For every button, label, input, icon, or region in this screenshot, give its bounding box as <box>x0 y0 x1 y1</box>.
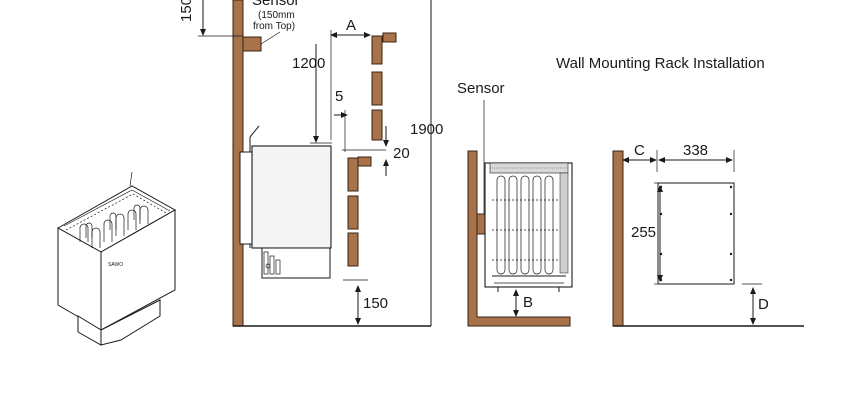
wall-slat-3 <box>371 109 383 141</box>
sensor-note-line1: (150mm <box>258 10 295 21</box>
svg-text:SAWO: SAWO <box>108 262 123 268</box>
wall-slat-4 <box>347 157 359 192</box>
mid-batten <box>357 156 372 167</box>
dim-D-label: D <box>758 296 769 313</box>
wall-slat-6 <box>347 232 359 267</box>
wall-and-floor-section <box>467 150 571 327</box>
dim-1900-label: 1900 <box>410 121 443 138</box>
sauna-heater-icon: SAWO <box>56 171 177 346</box>
rack-wall-section <box>612 150 624 327</box>
wall-slat-5 <box>347 195 359 230</box>
mounting-bracket <box>239 151 253 245</box>
dim-150-bottom-label: 150 <box>363 295 388 312</box>
dim-20-label: 20 <box>393 145 410 162</box>
wall-mounting-rack-view: Wall Mounting Rack Installation C 338 25… <box>556 55 804 327</box>
dim-255-label: 255 <box>631 224 656 241</box>
front-section-view: Sensor B <box>457 80 573 327</box>
dim-A-label: A <box>346 17 356 34</box>
wall-slat-2 <box>371 71 383 106</box>
dim-C-label: C <box>634 142 645 159</box>
sensor-label-mid: Sensor <box>457 80 505 97</box>
heater-front <box>484 162 573 288</box>
heater-coils-front <box>492 175 558 275</box>
control-box-side <box>261 247 331 279</box>
sensor-block-top <box>242 36 262 52</box>
dim-150-top-label: 150 <box>178 0 195 22</box>
sensor-note-line2: from Top) <box>253 21 295 32</box>
heater-body-side <box>251 145 332 249</box>
dim-338-label: 338 <box>683 142 708 159</box>
mounting-rack-plate <box>657 182 735 285</box>
side-elevation: 150 Sensor (150mm from Top) 1200 A 5 <box>178 0 443 327</box>
dim-B-label: B <box>523 294 533 311</box>
sensor-label-top: Sensor <box>252 0 300 9</box>
dim-5-label: 5 <box>335 88 343 105</box>
heater-3d-illustration: SAWO <box>56 171 177 346</box>
top-batten <box>382 32 397 43</box>
wall-slat-1 <box>371 35 383 65</box>
rack-title: Wall Mounting Rack Installation <box>556 55 765 72</box>
dim-1200-label: 1200 <box>292 55 325 72</box>
